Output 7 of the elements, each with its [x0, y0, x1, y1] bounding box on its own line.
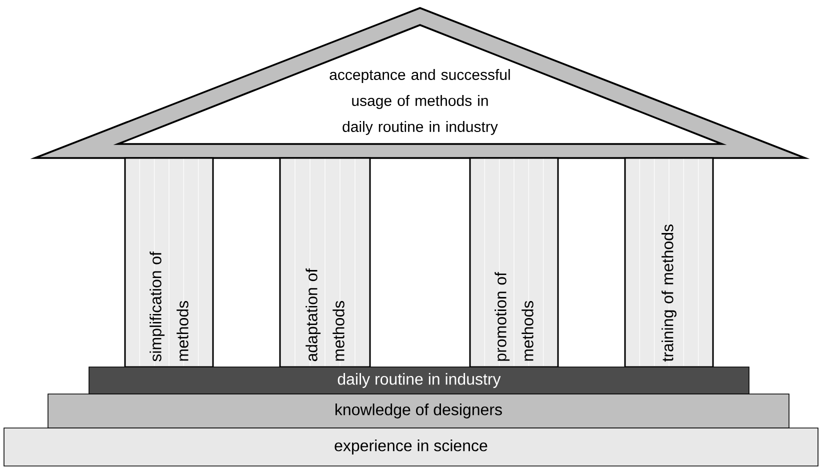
- step-bar: experience in science: [4, 428, 818, 466]
- step-bar: knowledge of designers: [48, 394, 790, 428]
- pillar-box: adaptation of methods: [279, 157, 371, 368]
- step-bar: daily routine in industry: [88, 366, 750, 394]
- pillar-box: training of methods: [624, 157, 714, 368]
- pillar-box: promotion of methods: [469, 157, 559, 368]
- pillar-box: simplification of methods: [124, 157, 214, 368]
